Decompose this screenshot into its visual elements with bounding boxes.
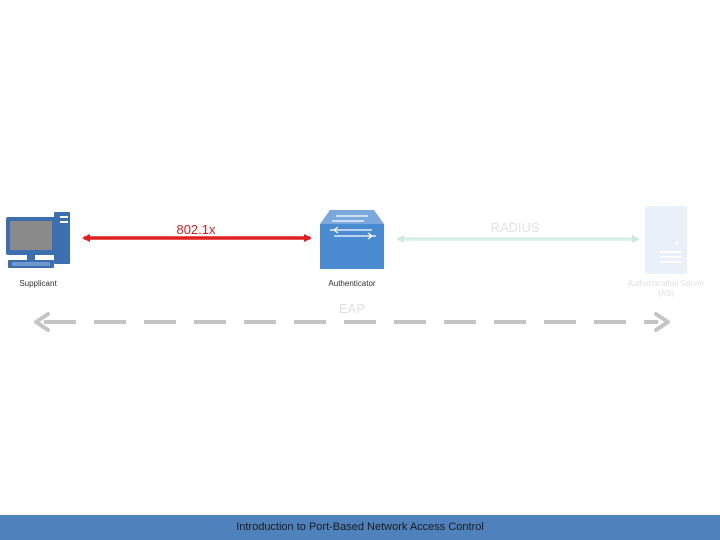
dot1x-link-label: 802.1x: [176, 222, 216, 237]
footer-bar: Introduction to Port-Based Network Acces…: [0, 515, 720, 540]
footer-title: Introduction to Port-Based Network Acces…: [236, 521, 484, 533]
network-diagram: Supplicant 802.1x Authenticator RADIUS A…: [6, 206, 705, 332]
authenticator-label: Authenticator: [328, 279, 375, 288]
computer-icon: [6, 212, 70, 268]
auth-server-label-line2: (AS): [658, 289, 674, 298]
switch-icon: [320, 210, 384, 269]
eap-link-label: EAP: [339, 301, 365, 316]
server-icon: [645, 206, 687, 274]
eap-right-arrowhead: [654, 312, 670, 332]
auth-server-label-line1: Authentication Server: [628, 279, 705, 288]
supplicant-label: Supplicant: [19, 279, 57, 288]
eap-left-arrowhead: [34, 312, 50, 332]
radius-link-label: RADIUS: [490, 220, 539, 235]
